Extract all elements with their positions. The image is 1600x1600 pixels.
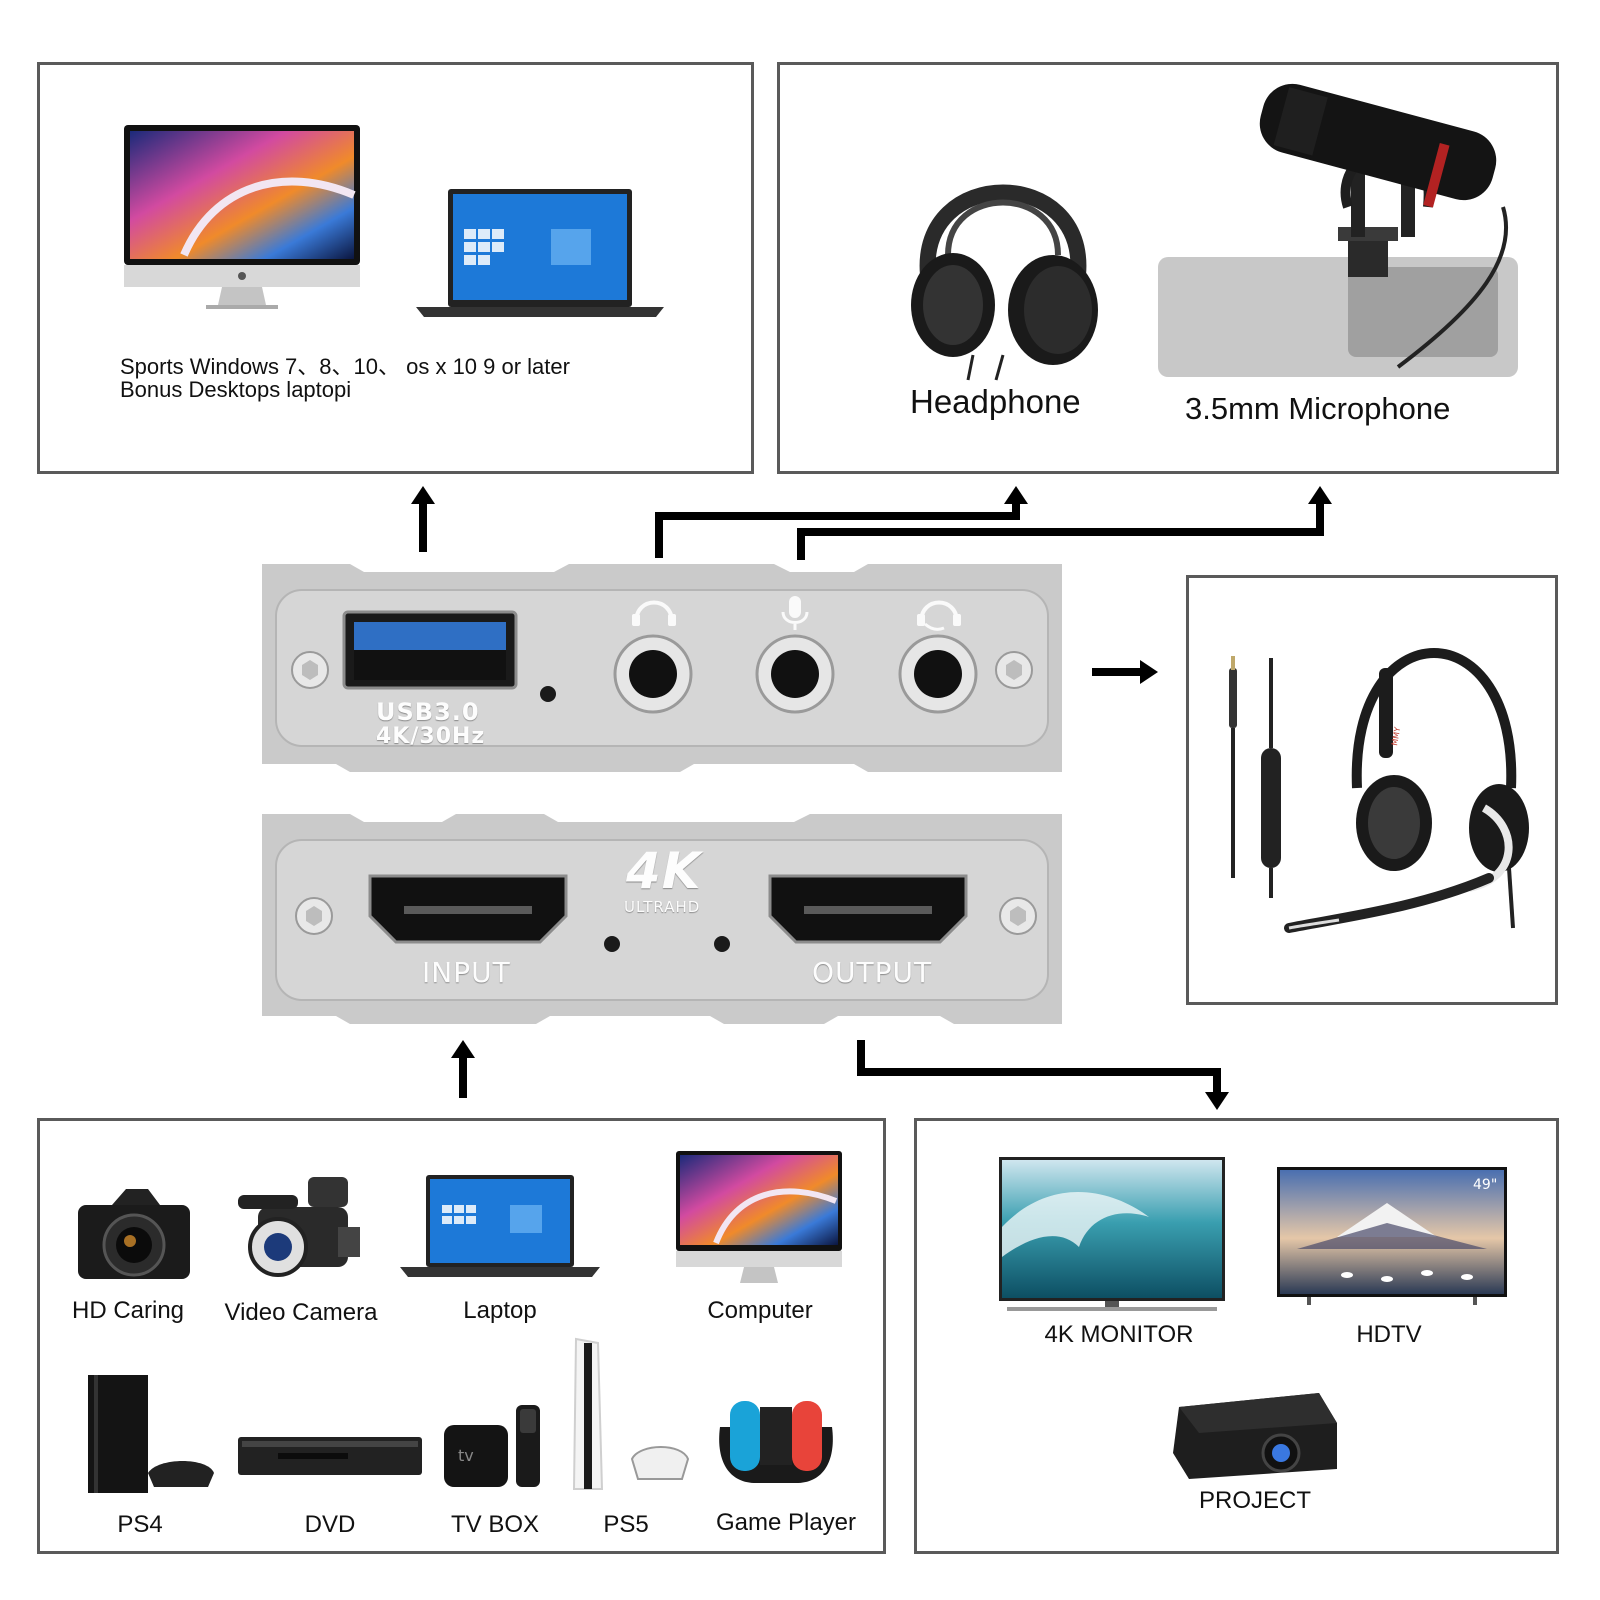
hdtv-icon: 49" xyxy=(1277,1167,1507,1305)
output-device-label-hdtv: HDTV xyxy=(1356,1321,1422,1348)
arrow-input-to-hdmi xyxy=(451,1040,475,1098)
input-device-label-ps5: PS5 xyxy=(603,1511,649,1538)
headset-panel: MMY xyxy=(1186,575,1558,1005)
os-support-panel: Sports Windows 7、8、10、 os x 10 9 or late… xyxy=(37,62,754,474)
input-device-label-computer: Computer xyxy=(707,1297,813,1324)
os-support-line-2: Bonus Desktops laptopi xyxy=(120,377,352,402)
input-device-label-game-player: Game Player xyxy=(715,1509,857,1536)
ultrahd-badge-text: ULTRAHD xyxy=(624,898,701,916)
ps4-icon xyxy=(88,1375,214,1493)
headphone-label: Headphone xyxy=(910,383,1081,420)
headset-brand-mark: MMY xyxy=(1390,726,1402,746)
arrow-headset-jack xyxy=(1092,660,1158,684)
headphone-icon xyxy=(911,184,1098,381)
usb-port-spec: 4K/30Hz xyxy=(376,724,486,749)
4k-monitor-icon xyxy=(999,1157,1225,1311)
video-camera-icon xyxy=(238,1177,360,1277)
capture-card-back-housing xyxy=(262,564,1062,772)
os-support-line-1: Sports Windows 7、8、10、 os x 10 9 or late… xyxy=(120,354,570,379)
hdmi-input-label: INPUT xyxy=(422,956,511,989)
arrow-hdmi-to-display xyxy=(857,1040,1229,1110)
hdtv-size-label: 49" xyxy=(1473,1177,1497,1193)
output-device-label-4k-monitor: 4K MONITOR xyxy=(1044,1321,1194,1348)
capture-card-back-face: USB3.0 4K/30Hz xyxy=(254,560,1070,776)
microphone-icon xyxy=(1158,83,1518,377)
laptop-icon xyxy=(416,189,664,317)
laptop-source-icon xyxy=(400,1175,600,1277)
arrow-headphone-jack xyxy=(655,486,1028,558)
output-displays-panel: 49" 4K MONITOR HDTV PROJECT xyxy=(914,1118,1559,1554)
ps5-icon xyxy=(572,1337,690,1490)
capture-card-front-housing xyxy=(262,814,1062,1024)
input-device-label-laptop: Laptop xyxy=(463,1297,537,1324)
audio-panel: Headphone 3.5mm Microphone xyxy=(777,62,1559,474)
input-sources-panel: tv HD Caring Video Camera Laptop Compute… xyxy=(37,1118,886,1554)
arrow-usb-to-computer xyxy=(411,486,435,552)
arrow-mic-jack xyxy=(797,486,1332,560)
dslr-camera-icon xyxy=(78,1189,190,1279)
usb-port-label: USB3.0 xyxy=(376,698,480,726)
output-device-label-projector: PROJECT xyxy=(1198,1487,1311,1514)
game-player-icon xyxy=(719,1401,833,1483)
capture-card-front-face: 4K ULTRAHD INPUT OUTPUT xyxy=(254,808,1070,1030)
hdmi-output-label: OUTPUT xyxy=(812,956,933,989)
input-device-label-hd-caring: HD Caring xyxy=(71,1297,185,1324)
ultrahd-badge-4k: 4K xyxy=(626,842,702,900)
computer-source-icon xyxy=(676,1151,842,1283)
projector-icon xyxy=(1173,1393,1337,1479)
headset-icon: MMY xyxy=(1229,648,1529,933)
tv-box-logo: tv xyxy=(458,1446,474,1465)
input-device-label-tv-box: TV BOX xyxy=(450,1511,540,1538)
input-device-label-ps4: PS4 xyxy=(117,1511,163,1538)
input-device-label-video-camera: Video Camera xyxy=(224,1299,378,1326)
imac-computer-icon xyxy=(124,125,360,309)
input-device-label-dvd: DVD xyxy=(304,1511,356,1538)
dvd-player-icon xyxy=(238,1437,422,1475)
microphone-label: 3.5mm Microphone xyxy=(1185,391,1451,426)
tv-box-icon: tv xyxy=(444,1405,540,1487)
